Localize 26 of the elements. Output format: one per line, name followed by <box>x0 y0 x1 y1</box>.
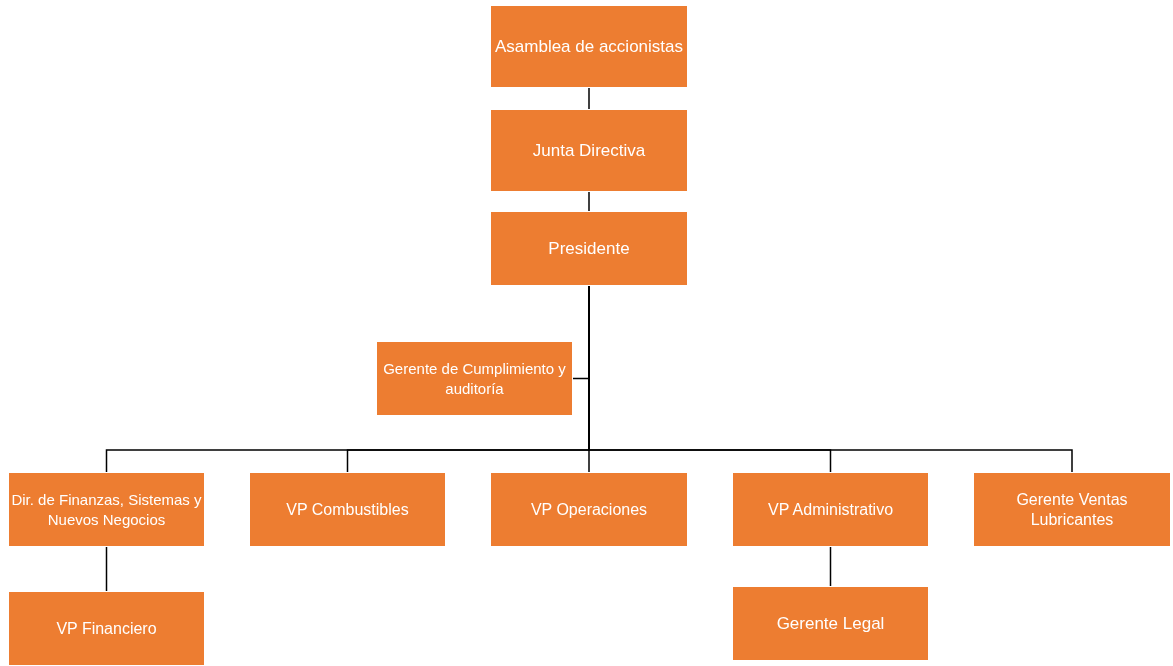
position-title: Gerente Ventas Lubricantes <box>1015 489 1129 530</box>
position-box <box>732 472 929 547</box>
position-title: Gerente Legal <box>776 613 885 634</box>
position-title: Junta Directiva <box>532 140 646 161</box>
position-title: Asamblea de accionistas <box>494 36 683 57</box>
position-title: Presidente <box>548 238 630 259</box>
position-box <box>249 472 446 547</box>
connector-line <box>588 87 590 110</box>
position-box <box>490 109 688 192</box>
position-box <box>376 341 573 416</box>
position-box <box>973 472 1171 547</box>
connector-line <box>588 191 590 212</box>
position-box <box>490 5 688 88</box>
position-title: VP Operaciones <box>530 499 648 520</box>
position-title: Gerente de Cumplimiento y auditoría <box>382 358 567 399</box>
position-box <box>8 472 205 547</box>
position-title: VP Financiero <box>56 618 157 639</box>
position-box <box>8 591 205 666</box>
position-box <box>490 211 688 286</box>
position-title: VP Administrativo <box>767 499 894 520</box>
position-box <box>490 472 688 547</box>
connector-line <box>829 546 832 587</box>
connector-line <box>105 546 108 592</box>
position-title: VP Combustibles <box>286 499 409 520</box>
position-title: Dir. de Finanzas, Sistemas y Nuevos Negocios <box>10 489 203 530</box>
position-box <box>732 586 929 661</box>
